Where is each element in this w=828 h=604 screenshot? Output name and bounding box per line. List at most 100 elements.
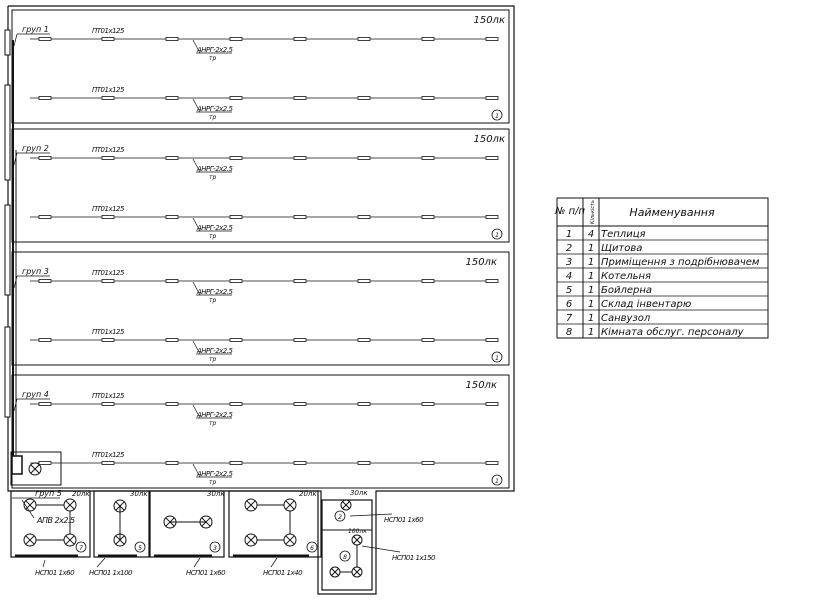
fluorescent-lamp bbox=[357, 338, 371, 342]
fluorescent-lamp bbox=[165, 37, 179, 41]
fixture-code-label: ПТ01х125 bbox=[92, 27, 125, 35]
fluorescent-lamp bbox=[165, 338, 179, 342]
fluorescent-lamp bbox=[293, 279, 307, 283]
fluorescent-lamp bbox=[293, 156, 307, 160]
fluorescent-lamp bbox=[38, 37, 52, 41]
cable-label: АНРГ-2х2.5 bbox=[196, 165, 233, 173]
legend-row-num: 2 bbox=[566, 243, 572, 254]
cable-label: АНРГ-2х2.5 bbox=[196, 411, 233, 419]
group-label: груп 4 bbox=[22, 390, 49, 399]
cable-leader bbox=[192, 281, 201, 296]
legend-row-num: 1 bbox=[566, 229, 572, 240]
fixture-type-label: НСП01 1х100 bbox=[89, 569, 133, 577]
room-marker bbox=[491, 228, 503, 240]
room-marker bbox=[209, 541, 221, 553]
fluorescent-lamp bbox=[421, 96, 435, 100]
fluorescent-lamp bbox=[165, 156, 179, 160]
legend-row-name: Приміщення з подрібнювачем bbox=[601, 256, 760, 268]
room-illumination-label: 20лк bbox=[72, 490, 90, 498]
legend-row-qty: 1 bbox=[588, 299, 594, 310]
fluorescent-lamp bbox=[421, 338, 435, 342]
fluorescent-lamp bbox=[357, 402, 371, 406]
fluorescent-lamp bbox=[165, 215, 179, 219]
fixture-code-label: ПТ01х125 bbox=[92, 392, 125, 400]
legend-row-qty: 1 bbox=[588, 271, 594, 282]
fluorescent-lamp bbox=[293, 338, 307, 342]
room-marker-number: 2 bbox=[338, 514, 342, 521]
legend-row-qty: 4 bbox=[588, 229, 594, 240]
fixture-type-label: НСП01 1х60 bbox=[186, 569, 226, 577]
fluorescent-lamp bbox=[38, 156, 52, 160]
fluorescent-lamp bbox=[101, 461, 115, 465]
fluorescent-lamp bbox=[38, 215, 52, 219]
legend-row-qty: 1 bbox=[588, 327, 594, 338]
group-label: груп 3 bbox=[22, 267, 49, 276]
fluorescent-lamp bbox=[357, 215, 371, 219]
fluorescent-lamp bbox=[165, 461, 179, 465]
fluorescent-lamp bbox=[101, 215, 115, 219]
fluorescent-lamp bbox=[165, 402, 179, 406]
room-marker-number: 8 bbox=[343, 554, 347, 561]
fluorescent-lamp bbox=[229, 338, 243, 342]
legend-row-name: Кімната обслуг. персоналу bbox=[601, 326, 745, 338]
legend-row-num: 5 bbox=[566, 285, 572, 296]
fluorescent-lamp bbox=[38, 402, 52, 406]
fluorescent-lamp bbox=[485, 215, 499, 219]
fluorescent-lamp bbox=[485, 279, 499, 283]
fluorescent-lamp bbox=[229, 461, 243, 465]
section-border bbox=[11, 374, 510, 489]
fluorescent-lamp bbox=[421, 156, 435, 160]
room-marker-number: 1 bbox=[495, 355, 499, 362]
room-illumination-label: 30лк bbox=[130, 490, 148, 498]
fluorescent-lamp bbox=[485, 96, 499, 100]
lamp-fixture bbox=[244, 498, 258, 512]
fluorescent-lamp bbox=[229, 215, 243, 219]
group-label: груп 5 bbox=[35, 489, 62, 498]
fixture-type-label: НСП01 1х150 bbox=[392, 554, 436, 562]
section-border bbox=[11, 9, 510, 124]
lamp-fixture bbox=[351, 566, 363, 578]
fluorescent-lamp bbox=[485, 156, 499, 160]
room-illumination-label: 30лк bbox=[207, 490, 225, 498]
legend-row-name: Котельня bbox=[601, 271, 651, 282]
lamp-fixture bbox=[329, 566, 341, 578]
cable-leader bbox=[192, 39, 201, 54]
fluorescent-lamp bbox=[229, 279, 243, 283]
fluorescent-lamp bbox=[421, 215, 435, 219]
fixture-code-label: ПТ01х125 bbox=[92, 269, 125, 277]
room-marker-number: 6 bbox=[310, 545, 314, 552]
fixture-code-label: ПТ01х125 bbox=[92, 328, 125, 336]
group-label: груп 1 bbox=[22, 25, 49, 34]
cable-leader bbox=[192, 217, 201, 232]
room-marker bbox=[339, 550, 351, 562]
room-marker bbox=[491, 474, 503, 486]
building-outline bbox=[7, 5, 515, 595]
room-marker bbox=[491, 351, 503, 363]
room-marker bbox=[134, 541, 146, 553]
lamp-fixture bbox=[23, 533, 37, 547]
cable-label: АНРГ-2х2.5 bbox=[196, 470, 233, 478]
lamp-fixture bbox=[283, 533, 297, 547]
legend-row-num: 7 bbox=[566, 313, 573, 324]
greenhouse-section: ПТ01х125АНРГ-2х2.5трПТ01х125АНРГ-2х2.5тр… bbox=[11, 128, 510, 243]
legend-row-name: Бойлерна bbox=[601, 285, 652, 296]
room-illumination-label: 20лк bbox=[299, 490, 317, 498]
cable-sub-label: тр bbox=[209, 233, 216, 240]
illumination-label: 150лк bbox=[473, 15, 505, 26]
fluorescent-lamp bbox=[229, 37, 243, 41]
lamp-fixture bbox=[340, 499, 352, 511]
cable-label: АНРГ-2х2.5 bbox=[196, 347, 233, 355]
illumination-label: 150лк bbox=[465, 257, 497, 268]
fluorescent-lamp bbox=[101, 156, 115, 160]
legend-row-num: 3 bbox=[566, 257, 572, 268]
fluorescent-lamp bbox=[421, 461, 435, 465]
fluorescent-lamp bbox=[357, 461, 371, 465]
section-border bbox=[11, 251, 510, 366]
legend-row-num: 8 bbox=[566, 327, 572, 338]
cable-sub-label: тр bbox=[209, 114, 216, 121]
legend-row-qty: 1 bbox=[588, 285, 594, 296]
cable-sub-label: тр bbox=[209, 55, 216, 62]
